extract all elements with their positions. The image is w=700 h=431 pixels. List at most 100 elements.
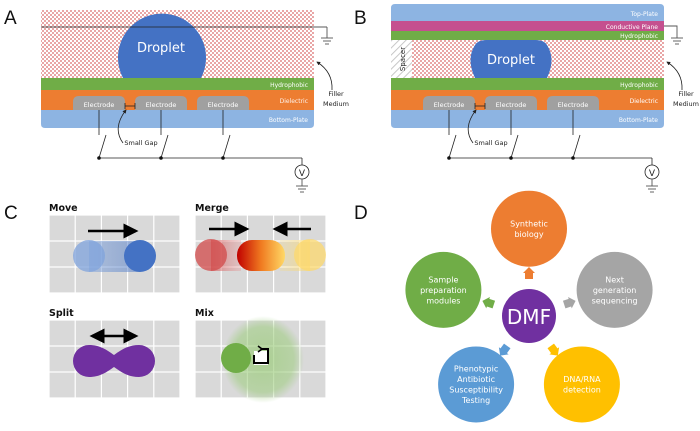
conductive-plane-layer bbox=[391, 21, 664, 31]
panel-d: D SyntheticbiologyNextgenerationsequenci… bbox=[354, 190, 653, 423]
panel-c-letter: C bbox=[4, 203, 18, 224]
grid-cell bbox=[49, 215, 75, 241]
droplet-red bbox=[195, 239, 227, 271]
grid-cell bbox=[49, 241, 75, 267]
droplet bbox=[470, 40, 552, 78]
electrode: Electrode bbox=[197, 96, 249, 110]
hydrophobic-label: Hydrophobic bbox=[270, 82, 308, 89]
operation-title: Mix bbox=[195, 308, 214, 319]
electrode: Electrode bbox=[73, 96, 125, 110]
circuit-node bbox=[447, 156, 451, 160]
svg-text:Electrode: Electrode bbox=[496, 101, 527, 109]
grid-cell bbox=[102, 320, 127, 346]
rotation-box bbox=[254, 351, 268, 365]
small-gap-label: Small Gap bbox=[124, 139, 157, 147]
ground-icon bbox=[296, 179, 308, 193]
switch-circuit bbox=[448, 110, 653, 165]
dmf-center: DMF bbox=[502, 289, 556, 343]
svg-text:V: V bbox=[299, 169, 306, 179]
panel-a-letter: A bbox=[4, 8, 17, 29]
grid-cell bbox=[195, 267, 221, 293]
panel-b: B Spacer Droplet Top-Plate Conductive Pl… bbox=[354, 4, 699, 193]
application-label: Susceptibility bbox=[449, 386, 503, 395]
svg-text:Electrode: Electrode bbox=[434, 101, 465, 109]
filler-medium-label-1: Filler bbox=[678, 90, 694, 98]
hydrophobic-top-label: Hydrophobic bbox=[620, 33, 658, 40]
switch-circuit bbox=[98, 110, 303, 165]
hydrophobic-bottom-label: Hydrophobic bbox=[620, 82, 658, 89]
voltage-source-icon: V bbox=[294, 164, 310, 180]
grid-cell bbox=[300, 372, 326, 398]
droplet-green bbox=[221, 343, 251, 373]
application-label: Testing bbox=[461, 396, 490, 405]
bottom-plate-layer bbox=[391, 110, 664, 128]
grid-cell bbox=[195, 320, 221, 346]
small-gap-marker bbox=[124, 103, 136, 109]
arrow-outward-icon bbox=[547, 343, 560, 356]
small-gap-arrow bbox=[117, 109, 127, 144]
spacer-label: Spacer bbox=[399, 47, 407, 71]
dielectric-label: Dielectric bbox=[280, 98, 308, 105]
grid-cell bbox=[75, 215, 101, 241]
application-node: PhenotypicAntibioticSusceptibilityTestin… bbox=[438, 346, 515, 423]
grid-cell bbox=[248, 215, 273, 241]
panel-c: C Move Merge Split bbox=[4, 203, 326, 403]
panel-a: A Droplet Hydrophobic Dielectric Bottom-… bbox=[4, 8, 349, 193]
circuit-node bbox=[509, 156, 513, 160]
hydrophobic-bottom-layer bbox=[391, 78, 664, 90]
filler-medium-label-2: Medium bbox=[323, 100, 349, 108]
circuit-node bbox=[221, 156, 225, 160]
hydrophobic-top-layer bbox=[391, 31, 664, 40]
ground-icon bbox=[646, 179, 658, 193]
grid-cell bbox=[128, 320, 154, 346]
application-ring: SyntheticbiologyNextgenerationsequencing… bbox=[405, 190, 653, 423]
grid-cell bbox=[154, 215, 180, 241]
filler-medium-arrow bbox=[316, 61, 333, 91]
svg-text:V: V bbox=[649, 169, 656, 179]
application-label: sequencing bbox=[592, 296, 638, 305]
application-circle bbox=[438, 346, 515, 423]
merged-droplet bbox=[237, 240, 285, 271]
application-label: Synthetic bbox=[510, 219, 548, 228]
droplet-start bbox=[73, 240, 105, 272]
grid-cell bbox=[221, 267, 247, 293]
circuit-node bbox=[159, 156, 163, 160]
svg-text:Electrode: Electrode bbox=[146, 101, 177, 109]
conductive-plane-label: Conductive Plane bbox=[606, 24, 659, 31]
application-label: generation bbox=[593, 286, 637, 295]
ground-icon bbox=[321, 27, 333, 45]
operation-split: Split bbox=[49, 308, 180, 398]
grid-cell bbox=[195, 346, 221, 372]
ground-icon bbox=[664, 25, 683, 45]
dmf-circle bbox=[502, 289, 556, 343]
application-label: Antibiotic bbox=[457, 375, 495, 384]
droplet-end bbox=[124, 240, 156, 272]
droplet-yellow bbox=[294, 239, 326, 271]
filler-medium-arrow bbox=[666, 61, 683, 91]
bottom-plate-layer bbox=[41, 110, 314, 128]
circuit-node bbox=[97, 156, 101, 160]
filler-medium-label-2: Medium bbox=[673, 100, 699, 108]
grid-cell bbox=[49, 267, 75, 293]
operation-mix: Mix bbox=[195, 308, 326, 403]
droplet bbox=[118, 13, 206, 79]
grid-cell bbox=[154, 346, 180, 372]
bottom-plate-label: Bottom-Plate bbox=[619, 117, 658, 124]
dmf-label: DMF bbox=[507, 305, 551, 329]
droplet-label: Droplet bbox=[487, 53, 535, 68]
grid-cell bbox=[154, 372, 180, 398]
electrode: Electrode bbox=[135, 96, 187, 110]
grid-cell bbox=[49, 320, 75, 346]
application-label: DNA/RNA bbox=[563, 375, 601, 384]
droplet-label: Droplet bbox=[137, 41, 185, 56]
electrode: Electrode bbox=[485, 96, 537, 110]
splitting-droplet bbox=[73, 345, 155, 377]
small-gap-label: Small Gap bbox=[474, 139, 507, 147]
arrow-outward-icon bbox=[523, 267, 535, 279]
application-circle bbox=[576, 251, 653, 328]
grid-cell bbox=[195, 372, 221, 398]
application-circle bbox=[491, 190, 567, 267]
hydrophobic-layer bbox=[41, 78, 314, 90]
